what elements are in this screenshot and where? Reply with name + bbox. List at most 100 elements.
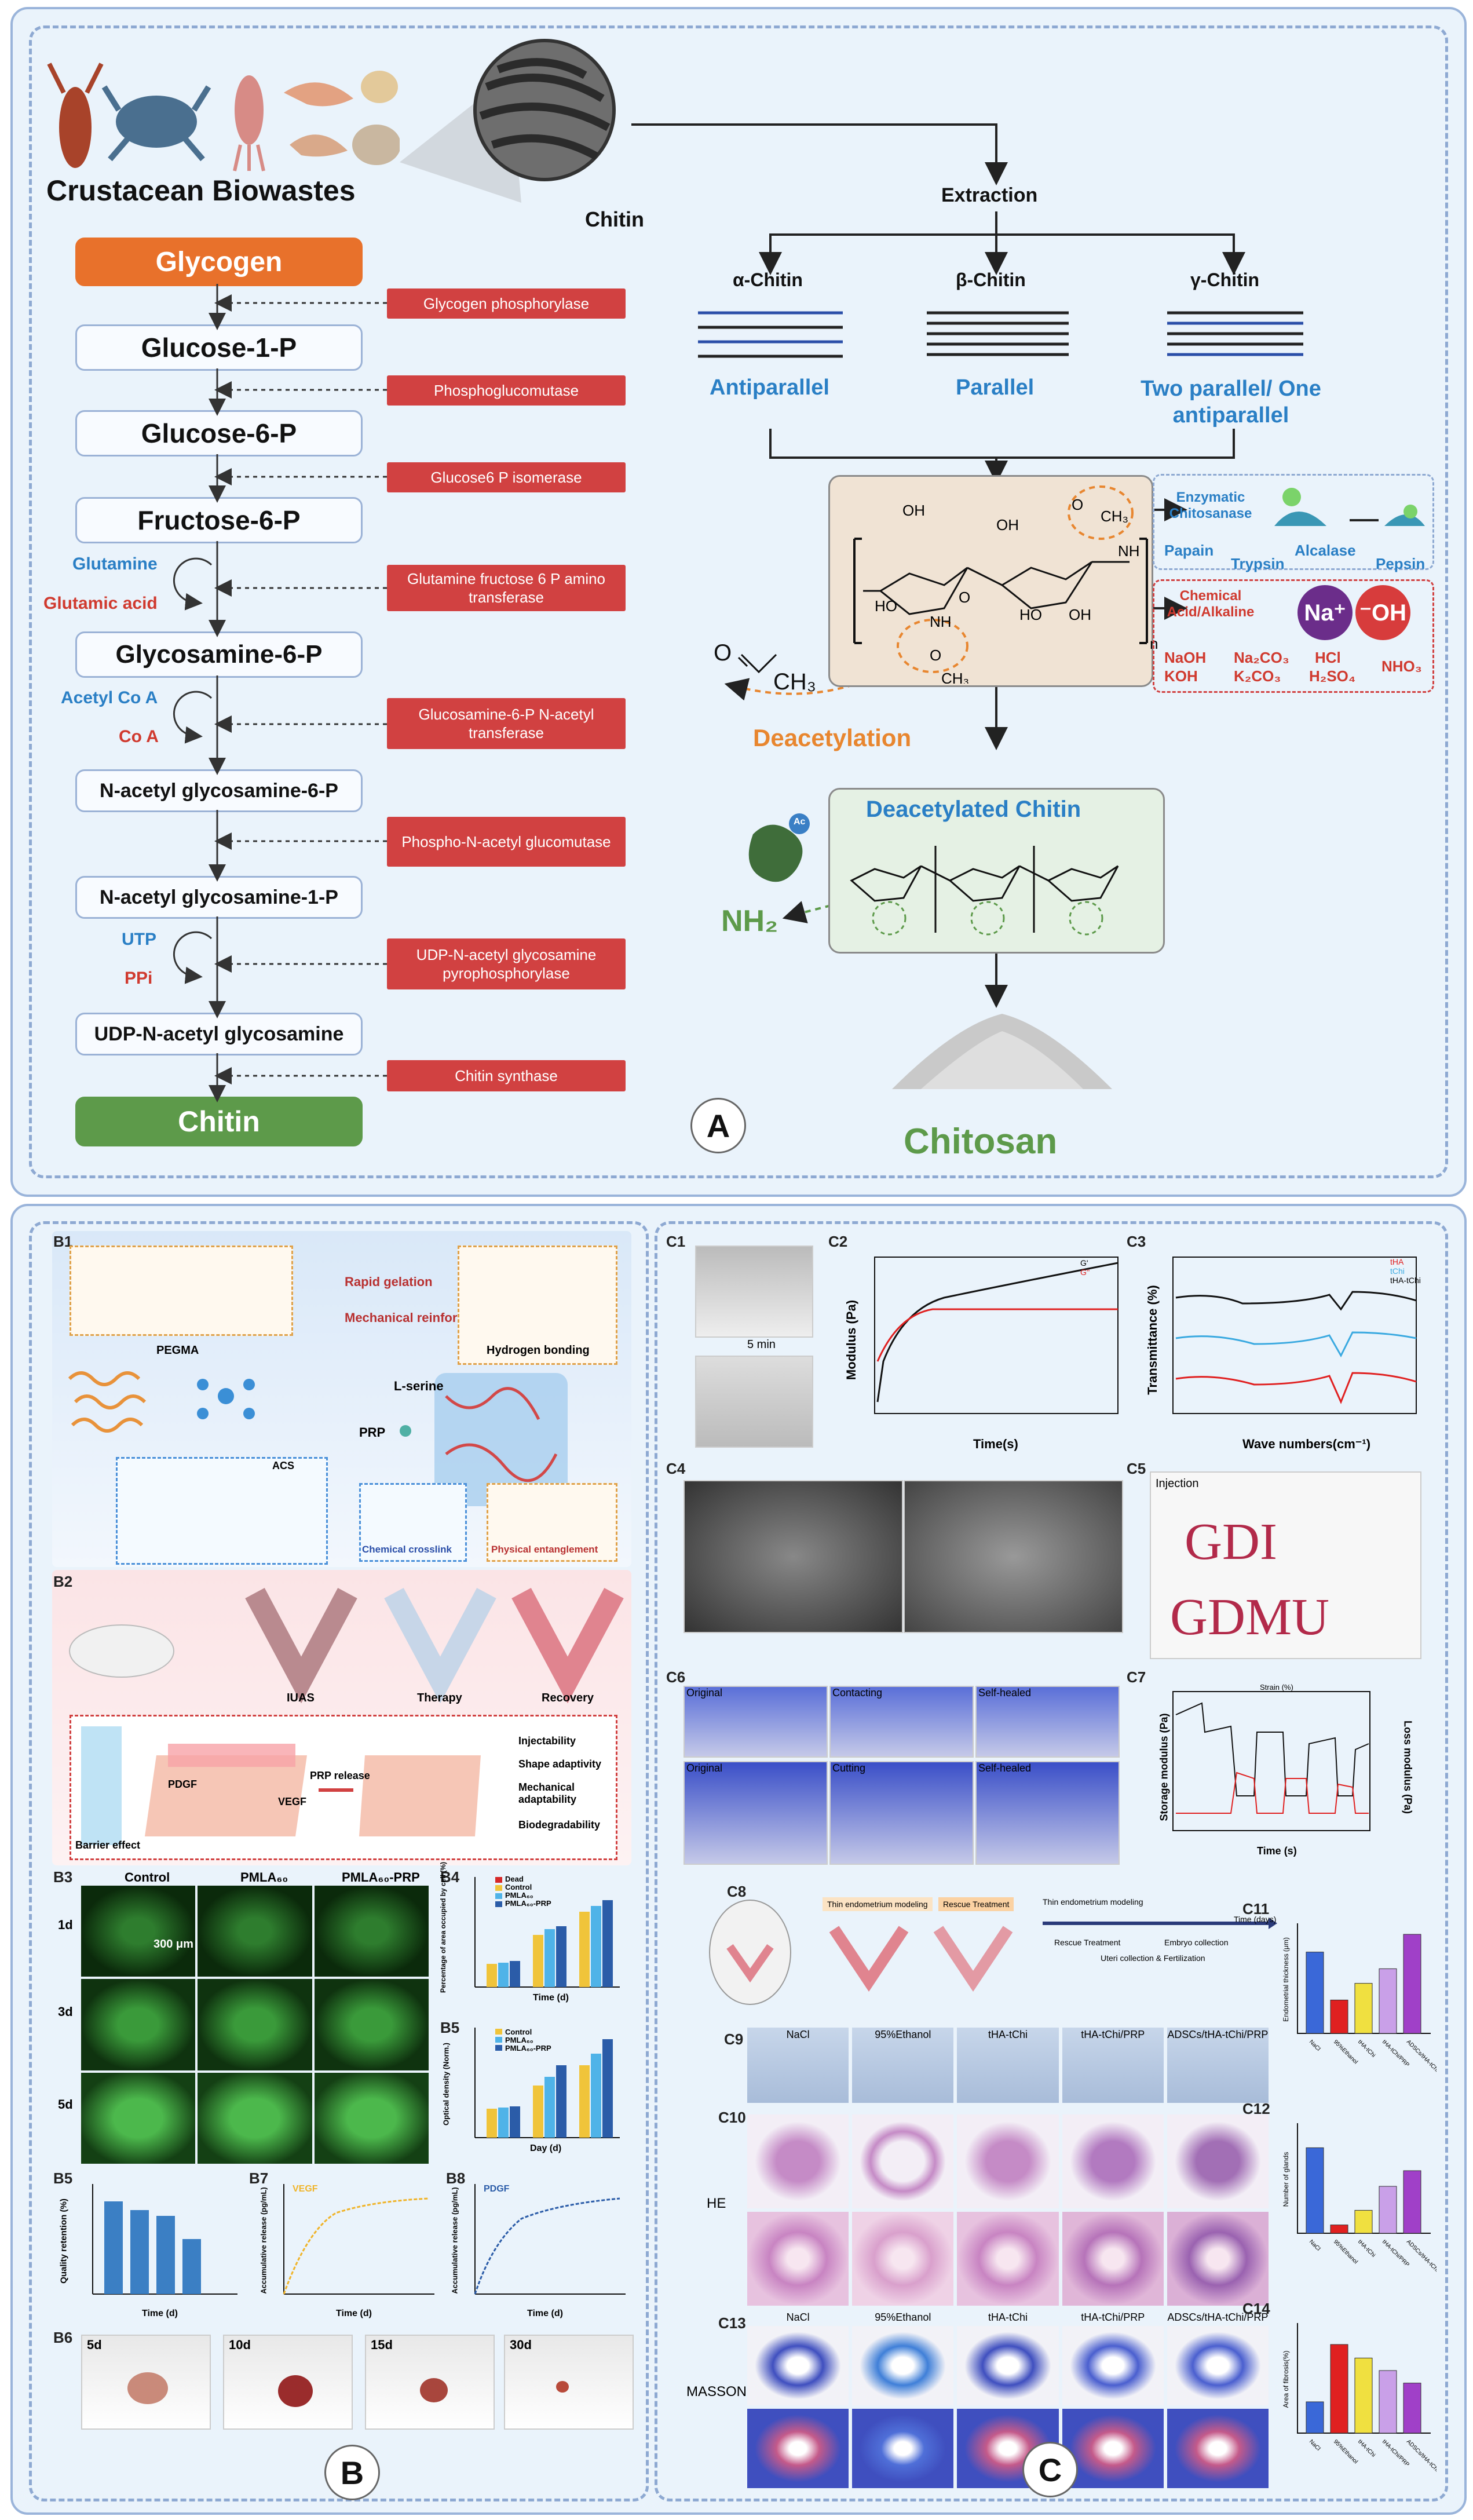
bar: [1354, 2357, 1373, 2434]
c2-legend-g2: G'': [1080, 1268, 1090, 1277]
chem-koh: KOH: [1164, 667, 1198, 685]
svg-text:CH₃: CH₃: [1101, 507, 1128, 525]
c13-cell: [1062, 2409, 1164, 2488]
enzymatic-trypsin: Trypsin: [1231, 555, 1285, 572]
form-gamma: γ-Chitin: [1190, 269, 1260, 290]
b3-cell: [198, 1979, 312, 2070]
b6-day-30d: 30d: [510, 2338, 532, 2352]
c9-label: 95%Ethanol: [875, 2029, 931, 2040]
c10-stain: HE: [707, 2196, 726, 2211]
side-in-utp: UTP: [122, 930, 156, 949]
panel-a-dashed-border: [29, 25, 1448, 1178]
enzyme-glucosamine-nacetyl: Glucosamine-6-P N-acetyl transferase: [387, 698, 626, 749]
enzyme-chitin-synthase: Chitin synthase: [387, 1060, 626, 1091]
b5b-chart: [92, 2184, 237, 2295]
c3-chart: [1172, 1257, 1417, 1414]
tick-label: ADSCs/tHA-tChi/PRP: [1405, 2238, 1437, 2274]
b2-feature-4: Biodegradability: [518, 1819, 601, 1831]
b6-day-5d: 5d: [87, 2338, 102, 2352]
c2-tag: C2: [828, 1233, 848, 1250]
b5a-legend-2: PMLA₆₀-PRP: [505, 2044, 551, 2052]
acetone-o: O: [714, 640, 732, 666]
pathway-glycosamine-6-p: Glycosamine-6-P: [75, 631, 363, 678]
pathway-udp: UDP-N-acetyl glycosamine: [75, 1013, 363, 1056]
enzyme-glucose6p-isomerase: Glucose6 P isomerase: [387, 462, 626, 492]
bar: [1403, 1934, 1421, 2034]
b6-sample-15d: [420, 2378, 448, 2402]
c13-tag: C13: [718, 2314, 746, 2332]
c7-strain: Strain (%): [1260, 1683, 1293, 1692]
side-in-acetylcoa: Acetyl Co A: [61, 688, 158, 707]
b5a-xlabel: Day (d): [530, 2143, 562, 2153]
c3-legend-thatchi: tHA-tChi: [1390, 1276, 1421, 1285]
form-gamma-desc: Two parallel/ One antiparallel: [1141, 377, 1321, 428]
c10-cell: [852, 2114, 954, 2208]
b2-pdgf: PDGF: [168, 1778, 198, 1790]
b4-legend-0: Dead: [505, 1875, 524, 1883]
b7-ylabel: Accumulative release (pg/mL): [259, 2187, 268, 2294]
c6-top-2: Self-healed: [978, 1687, 1032, 1699]
c13-label: tHA-tChi/PRP: [1081, 2311, 1145, 2323]
b2-stage-recovery: Recovery: [542, 1692, 594, 1704]
enzyme-phosphoglucomutase: Phosphoglucomutase: [387, 375, 626, 406]
b5a-ylabel: Optical density (Norm.): [441, 2042, 451, 2126]
b8-chart: [474, 2184, 626, 2295]
tick-label: tHA-tChi: [1357, 2238, 1377, 2259]
c13-cell: [747, 2409, 849, 2488]
c2-chart: [874, 1257, 1119, 1414]
b3-cell: [314, 1979, 429, 2070]
svg-text:O: O: [959, 589, 970, 606]
b2-feature-3: Mechanical adaptability: [518, 1781, 577, 1805]
chem-hcl: HCl: [1315, 649, 1341, 666]
deacetylated-structure: [850, 846, 1119, 936]
b7-chart: [283, 2184, 434, 2295]
c14-tag: C14: [1242, 2300, 1270, 2317]
c9-row: [747, 2028, 1269, 2103]
form-beta: β-Chitin: [956, 269, 1026, 290]
c13-labels: NaCl 95%Ethanol tHA-tChi tHA-tChi/PRP AD…: [747, 2311, 1269, 2324]
deacetylated-title: Deacetylated Chitin: [866, 797, 1081, 822]
b7-title: VEGF: [293, 2184, 318, 2194]
b3-cell: [198, 1886, 312, 1977]
c13-label: tHA-tChi: [988, 2311, 1028, 2323]
chitin-label: Chitin: [585, 207, 644, 231]
form-beta-desc: Parallel: [956, 375, 1035, 400]
c6-tag: C6: [666, 1668, 686, 1686]
c6-bottom-2: Self-healed: [978, 1762, 1032, 1774]
b2-feature-1: Injectability: [518, 1735, 576, 1747]
b3-cell: [198, 2072, 312, 2164]
c8-step-2: Rescue Treatment: [938, 1897, 1014, 1911]
c7-chart: [1172, 1691, 1370, 1831]
b2-tissue-drawing: [81, 1726, 481, 1845]
c13-cell: [1167, 2409, 1269, 2488]
c12-ylabel: Number of glands: [1282, 2152, 1290, 2207]
enzyme-glycogen-phosphorylase: Glycogen phosphorylase: [387, 288, 626, 319]
side-in-glutamine: Glutamine: [72, 554, 158, 574]
beta-arrows: [927, 311, 1069, 356]
b1-crosslink-box: [359, 1483, 467, 1562]
c5-injection: Injection: [1156, 1477, 1199, 1490]
c10-cell: [1062, 2114, 1164, 2208]
c8-rat-illustration: [709, 1900, 791, 2005]
c13-cell: [957, 2326, 1059, 2405]
chitosan-label: Chitosan: [904, 1122, 1058, 1162]
biowastes-label: Crustacean Biowastes: [46, 174, 356, 207]
panel-c-dashed-border: [655, 1221, 1448, 2501]
b3-scale: 300 μm: [153, 1938, 193, 1951]
enzyme-glutamine-fructose: Glutamine fructose 6 P amino transferase: [387, 565, 626, 611]
c13-cell: [747, 2326, 849, 2405]
panel-a-letter: A: [690, 1098, 746, 1153]
tick-label: tHA-tChi: [1357, 2039, 1377, 2059]
c6-bottom-0: Original: [686, 1762, 723, 1774]
c13-grid: [747, 2326, 1269, 2488]
c9-label: NaCl: [786, 2029, 810, 2040]
b3-tag: B3: [53, 1868, 73, 1886]
svg-text:CH₃: CH₃: [941, 670, 969, 684]
pathway-glucose-1-p: Glucose-1-P: [75, 324, 363, 371]
c9-photo: [747, 2028, 849, 2103]
shrimp-icon: [284, 82, 353, 157]
c13-label: NaCl: [786, 2311, 810, 2323]
svg-text:O: O: [1072, 496, 1083, 513]
c10-cell: [852, 2212, 954, 2306]
